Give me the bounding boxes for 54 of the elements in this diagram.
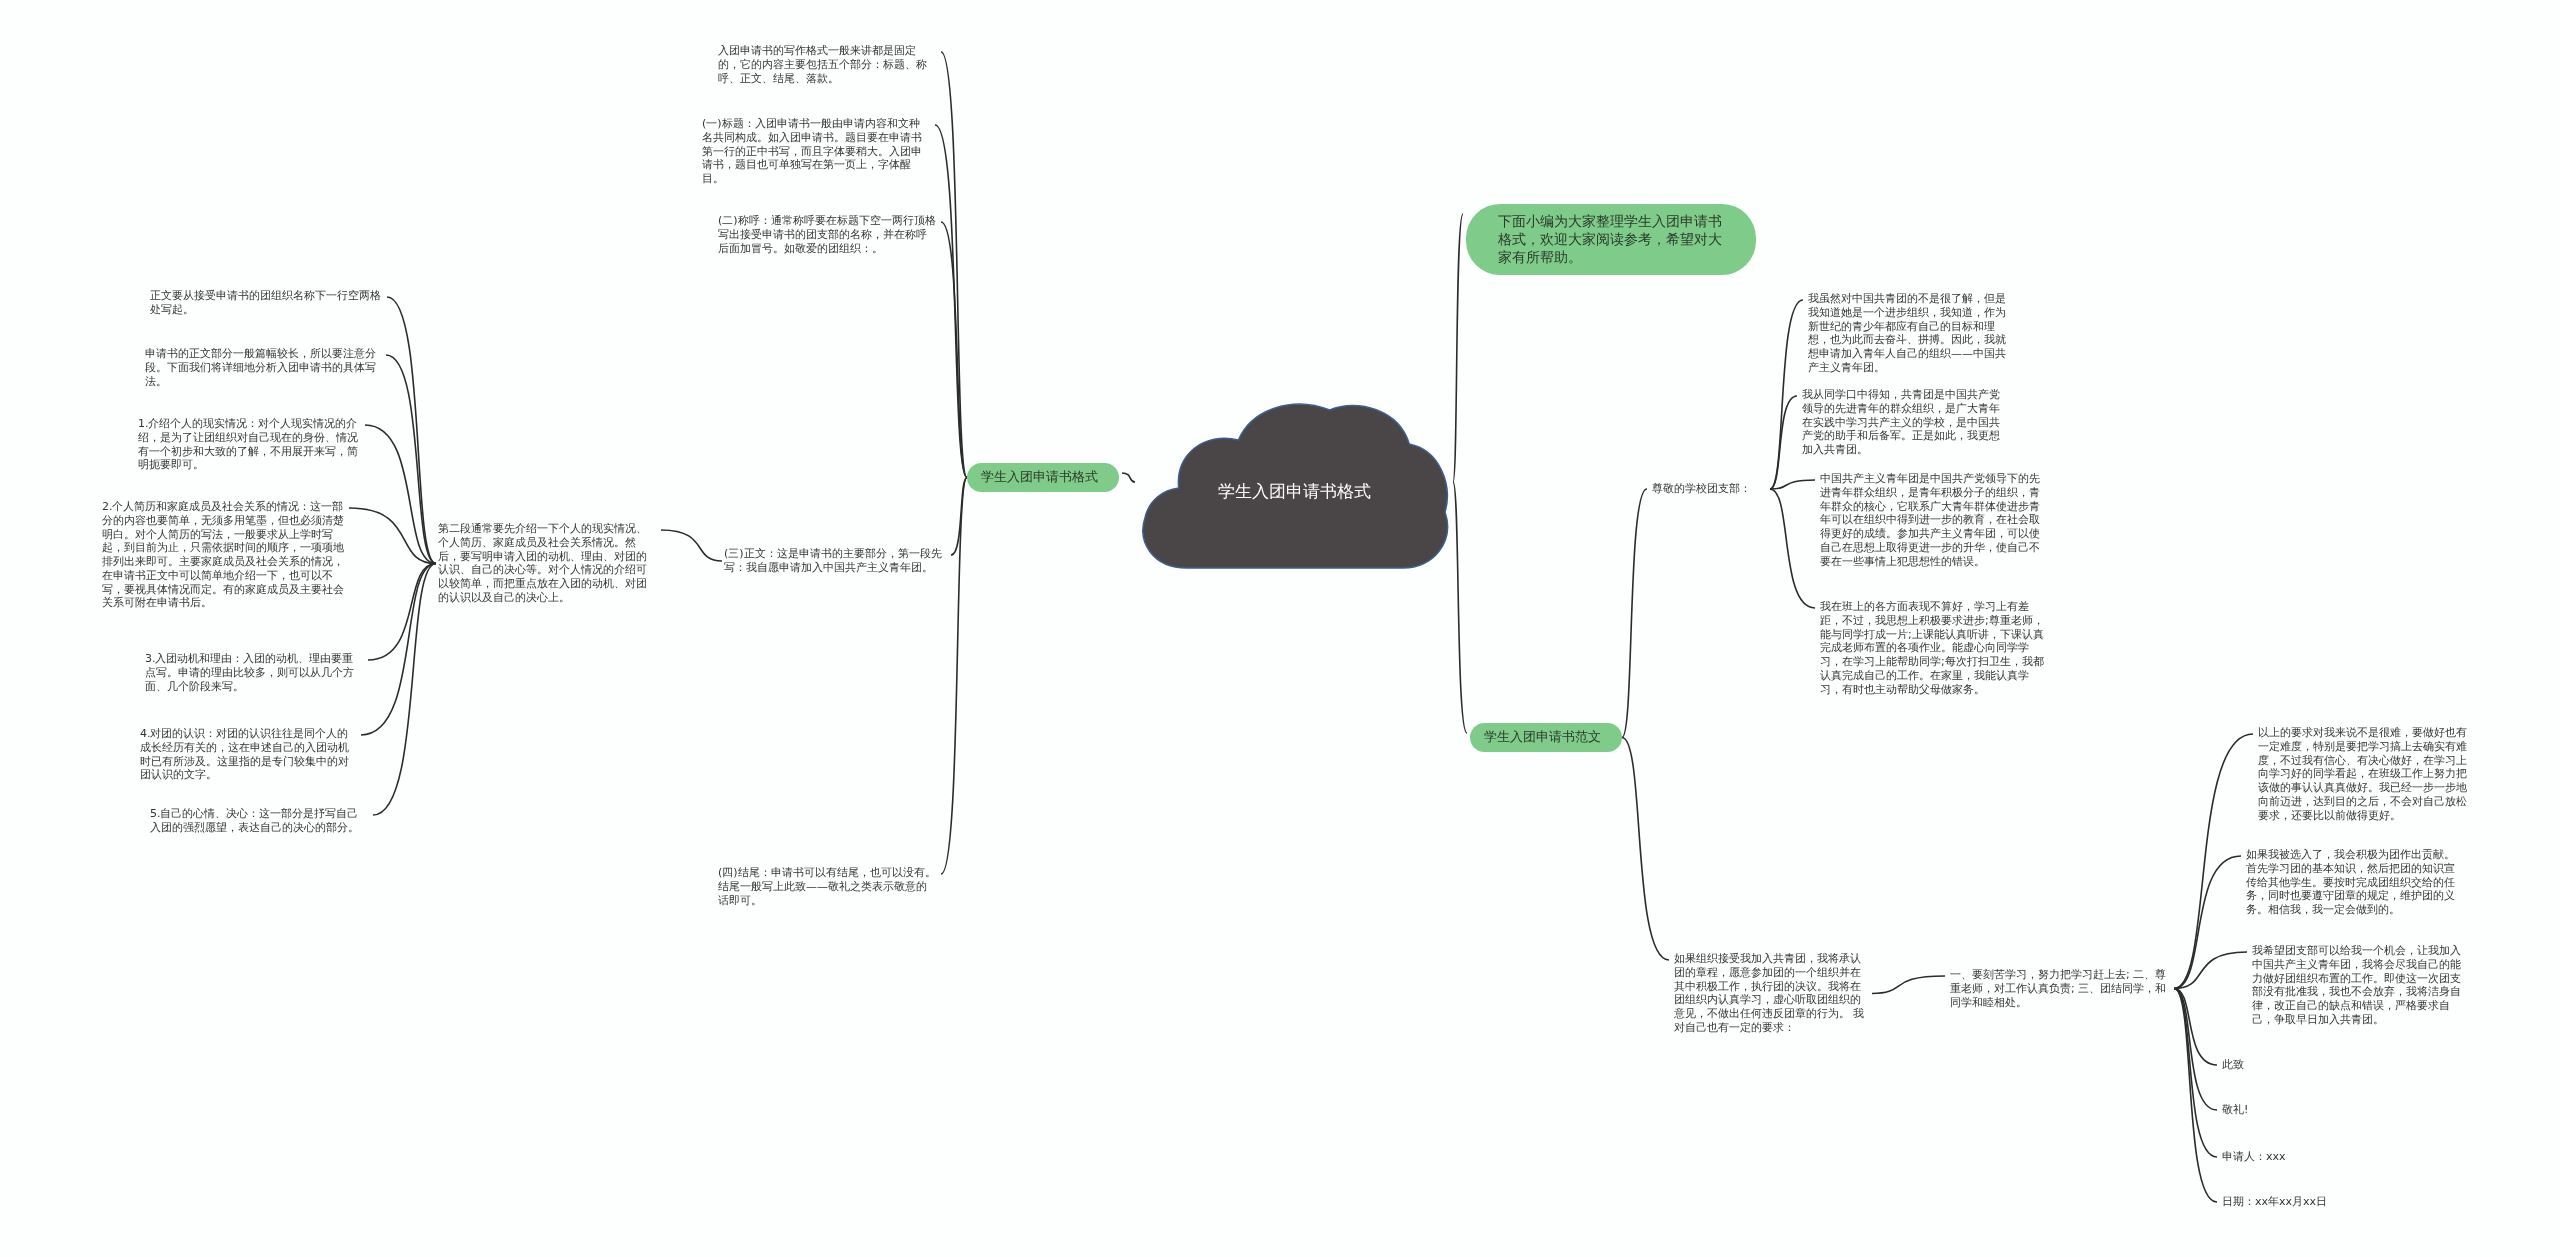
connector-line <box>1769 299 1804 490</box>
connector-line <box>950 476 968 556</box>
connector-line <box>2173 987 2218 1111</box>
note-text: 我希望团支部可以给我一个机会，让我加入中国共产主义青年团，我将会尽我自己的能力做好团组织布置的工作。即使这一次团支部没有批准我，我也不会放弃，我将洁身自律，改正自己的缺点和错误，严格要求自己，争取早日加入共青团。 <box>2250 942 2464 1029</box>
connector-line <box>372 562 437 816</box>
connector-line <box>2173 733 2254 990</box>
connector-line <box>2173 855 2242 990</box>
connector-line <box>1871 975 1946 995</box>
note-text: 此致 <box>2220 1056 2360 1074</box>
note-text: 1.介绍个人的现实情况：对个人现实情况的介绍，是为了让团组织对自己现在的身份、情况有一个初步和大致的了解，不用展开来写，简明扼要即可。 <box>136 415 362 474</box>
topic-pill: 下面小编为大家整理学生入团申请书格式，欢迎大家阅读参考，希望对大家有所帮助。 <box>1466 204 1756 275</box>
note-text: 5.自己的心情、决心：这一部分是抒写自己入团的强烈愿望，表达自己的决心的部分。 <box>148 805 370 837</box>
note-text: 我在班上的各方面表现不算好，学习上有差距，不过，我思想上积极要求进步;尊重老师，能与同学打成一片;上课能认真听讲，下课认真完成老师布置的各项作业。能虚心向同学学习，在学习上能帮助同学;每次打扫卫生，我都认真完成自己的工作。在家里，我能认真学习，有时也主动帮助父母做家务。 <box>1818 598 2050 699</box>
note-text: 一、要刻苦学习，努力把学习赶上去; 二、尊重老师，对工作认真负责; 三、团结同学，和同学和睦相处。 <box>1948 966 2174 1012</box>
connector-line <box>1621 736 1670 961</box>
topic-pill: 学生入团申请书格式 <box>967 463 1119 492</box>
connector-line <box>1769 479 1816 490</box>
note-text: 我虽然对中国共青团的不是很了解，但是我知道她是一个进步组织，我知道，作为新世纪的青少年都应有自己的目标和理想，也为此而去奋斗、拼搏。因此，我就想申请加入青年人自己的组织——中国共产主义青年团。 <box>1806 290 2016 377</box>
connector-line <box>1121 472 1136 483</box>
note-text: (一)标题：入团申请书一般由申请内容和文种名共同构成。如入团申请书。题目要在申请书第一行的正中书写，而且字体要稍大。入团申请书，题目也可单独写在第一页上，字体醒目。 <box>700 115 932 188</box>
note-text: (四)结尾：申请书可以有结尾，也可以没有。结尾一般写上此致——敬礼之类表示敬意的话即可。 <box>716 864 938 910</box>
connector-line <box>364 424 437 565</box>
topic-pill: 学生入团申请书范文 <box>1470 723 1622 752</box>
connector-line <box>1452 481 1468 734</box>
connector-line <box>940 221 968 479</box>
note-text: 我从同学口中得知，共青团是中国共产党领导的先进青年的群众组织，是广大青年在实践中学习共产主义的学校，是中国共产党的助手和后备军。正是如此，我更想加入共青团。 <box>1800 386 2012 459</box>
connector-line <box>1452 213 1464 483</box>
connector-line <box>1769 488 1816 609</box>
connector-line <box>385 354 437 565</box>
note-text: 申请人：xxx <box>2220 1148 2360 1166</box>
connector-line <box>1769 395 1798 490</box>
connector-line <box>386 296 437 565</box>
note-text: 2.个人简历和家庭成员及社会关系的情况：这一部分的内容也要简单，无须多用笔墨，但也必须清楚明白。对个人简历的写法，一般要求从上学时写起，到目前为止，只需依据时间的顺序，一项项地排列出来即可。主要家庭成员及社会关系的情况，在申请书正文中可以简单地介绍一下，也可以不写，要视具体情况而定。有的家庭成员及主要社会关系可附在申请书后。 <box>100 498 346 612</box>
note-text: 敬礼! <box>2220 1101 2360 1119</box>
note-text: 4.对团的认识：对团的认识往往是同个人的成长经历有关的，这在申述自己的入团动机时已有所涉及。这里指的是专门较集中的对团认识的文字。 <box>138 725 358 784</box>
note-text: 尊敬的学校团支部： <box>1650 480 1770 498</box>
note-text: 申请书的正文部分一般篇幅较长，所以要注意分段。下面我们将详细地分析入团申请书的具体写法。 <box>143 345 383 391</box>
connector-line <box>660 529 723 562</box>
note-text: 中国共产主义青年团是中国共产党领导下的先进青年群众组织，是青年积极分子的组织，青年群众的核心，它联系广大青年群体使进步青年可以在组织中得到进一步的教育，在社会取得更好的成绩。参加共产主义青年团，可以使自己在思想上取得更进一步的升华，使自己不要在一些事情上犯思想性的错误。 <box>1818 470 2050 571</box>
note-text: (三)正文：这是申请书的主要部分，第一段先写：我自愿申请加入中国共产主义青年团。 <box>722 545 948 577</box>
connector-line <box>2173 987 2218 1203</box>
note-text: 第二段通常要先介绍一下个人的现实情况、个人简历、家庭成员及社会关系情况。然后，要写明申请入团的动机、理由、对团的认识、自己的决心等。对个人情况的介绍可以较简单，而把重点放在入团的动机、对团的认识以及自己的决心上。 <box>436 520 658 607</box>
note-text: 日期：xx年xx月xx日 <box>2220 1193 2380 1211</box>
central-topic-text: 学生入团申请书格式 <box>1217 479 1371 503</box>
note-text: 正文要从接受申请书的团组织名称下一行空两格处写起。 <box>148 287 384 319</box>
connector-line <box>940 476 968 875</box>
note-text: 如果我被选入了，我会积极为团作出贡献。首先学习团的基本知识，然后把团的知识宣传给其他学生。要按时完成团组织交给的任务，同时也要遵守团章的规定，维护团的义务。相信我，我一定会做到的。 <box>2244 846 2458 919</box>
note-text: (二)称呼：通常称呼要在标题下空一两行顶格写出接受申请书的团支部的名称，并在称呼后面加冒号。如敬爱的团组织：。 <box>716 212 938 258</box>
note-text: 如果组织接受我加入共青团，我将承认团的章程，愿意参加团的一个组织并在其中积极工作，执行团的决议。我将在团组织内认真学习，虚心听取团组织的意见，不做出任何违反团章的行为。 我对自己也有一定的要求： <box>1672 950 1872 1037</box>
connector-line <box>934 124 968 479</box>
connector-line <box>1621 488 1648 739</box>
note-text: 入团申请书的写作格式一般来讲都是固定的，它的内容主要包括五个部分：标题、称呼、正文、结尾、落款。 <box>716 42 938 88</box>
note-text: 以上的要求对我来说不是很难，要做好也有一定难度，特别是要把学习搞上去确实有难度，不过我有信心、有决心做好，在学习上向学习好的同学看起，在班级工作上努力把该做的事认认真真做好。我已经一步一步地向前迈进，达到目的之后，不会对自己放松要求，还要比以前做得更好。 <box>2256 724 2478 825</box>
note-text: 3.入团动机和理由：入团的动机、理由要重点写。申请的理由比较多，则可以从几个方面、几个阶段来写。 <box>143 650 365 696</box>
